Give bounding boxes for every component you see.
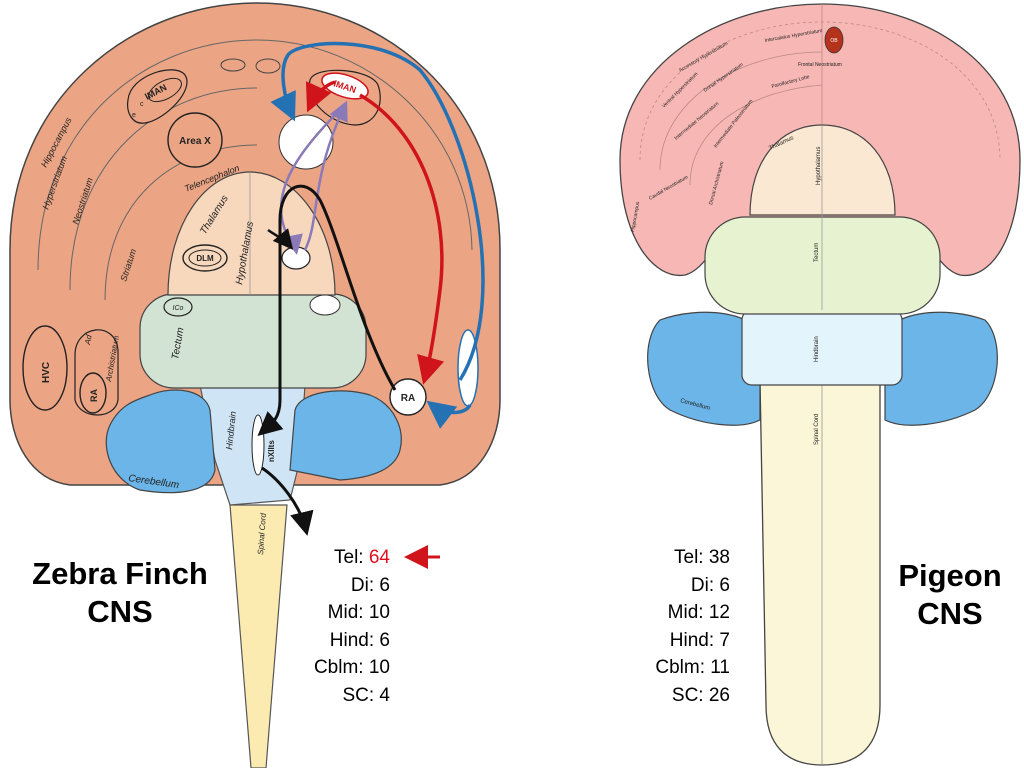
- zebra-finch-stat-label: Di:: [350, 574, 380, 596]
- finch-ra-outer: [389, 378, 427, 416]
- zebra-finch-stat-row: Mid: 10: [280, 599, 390, 627]
- finch-blue-path: [270, 41, 485, 381]
- finch-hvc: [22, 325, 68, 411]
- p-label-spinal-cord: Spinal Cord: [814, 414, 820, 445]
- pigeon-ob: [824, 26, 844, 54]
- pigeon-stat-row: Hind: 7: [620, 627, 730, 655]
- zebra-finch-stat-label: Hind:: [329, 629, 380, 651]
- zebra-finch-stat-value: 10: [368, 602, 390, 623]
- pigeon-stat-value: 12: [708, 602, 730, 623]
- pigeon-title: Pigeon CNS: [880, 557, 1020, 633]
- label-ob: OB: [830, 38, 838, 44]
- label-ico: ICo: [173, 305, 184, 312]
- label-ra-outer: RA: [401, 393, 415, 404]
- zebra-finch-stat-value: 10: [368, 657, 390, 678]
- pigeon-hindbrain: [741, 309, 903, 386]
- zebra-finch-stat-row: Di: 6: [280, 572, 390, 600]
- pigeon-stat-value: 7: [719, 629, 730, 651]
- finch-cerebellum-right: [289, 390, 402, 481]
- label-nxii: nXIIts: [267, 440, 276, 462]
- pigeon-brain: OB Thalamus Hypothalamus Tectum Hindbrai…: [619, 3, 1021, 766]
- pigeon-stat-label: SC:: [671, 684, 709, 706]
- pigeon-title-line1: Pigeon: [898, 558, 1002, 593]
- pigeon-cerebellum-left: [647, 311, 761, 426]
- pigeon-stat-value: 38: [708, 547, 730, 568]
- zebra-finch-stat-row: Hind: 6: [280, 627, 390, 655]
- zebra-finch-stat-row: Cblm: 10: [280, 654, 390, 682]
- p-label-hypothalamus: Hypothalamus: [816, 147, 822, 185]
- finch-spinal-cord: [229, 504, 288, 768]
- pigeon-stat-row: Di: 6: [620, 572, 730, 600]
- finch-area-x: [167, 112, 223, 168]
- zebra-finch-stat-row: SC: 4: [280, 682, 390, 710]
- pigeon-title-line2: CNS: [917, 596, 983, 631]
- zebra-finch-stat-value: 6: [379, 629, 390, 651]
- p-label-hippocampus: Hippocampus: [630, 201, 641, 233]
- pigeon-tectum: [704, 216, 941, 315]
- finch-lman-left: [127, 69, 188, 124]
- zebra-finch-brain: Hippocampus Hyperstriatum Neostriatum St…: [9, 2, 501, 768]
- zebra-finch-title-line1: Zebra Finch: [32, 556, 208, 591]
- label-e: e: [132, 112, 136, 119]
- zebra-finch-stat-label: SC:: [342, 684, 380, 706]
- p-label-frontal-neo: Frontal Neostriatum: [798, 62, 842, 68]
- label-c: c: [140, 101, 144, 108]
- pigeon-stat-value: 26: [708, 684, 730, 706]
- label-dlm: DLM: [196, 254, 214, 263]
- label-hindbrain: Hindbrain: [224, 411, 238, 450]
- pigeon-spinal-cord: [759, 379, 881, 766]
- label-spinal-cord: Spinal Cord: [256, 512, 268, 555]
- pigeon-stat-value: 11: [710, 657, 730, 678]
- finch-projection-circle: [278, 114, 334, 170]
- pigeon-cerebellum-right: [884, 311, 998, 426]
- finch-ra-inner: [79, 372, 107, 414]
- zebra-finch-stat-label: Tel:: [334, 547, 369, 568]
- finch-ico: [163, 297, 193, 317]
- finch-cerebellum-left: [105, 389, 216, 494]
- p-label-hindbrain: Hindbrain: [814, 336, 820, 362]
- pigeon-stat-label: Di:: [690, 574, 720, 596]
- zebra-finch-stat-value: 6: [379, 574, 390, 596]
- zebra-finch-title-line2: CNS: [87, 594, 153, 629]
- pigeon-stat-label: Cblm:: [655, 657, 711, 678]
- finch-dlm: [182, 244, 228, 272]
- zebra-finch-stat-value: 4: [379, 684, 390, 706]
- zebra-finch-stat-label: Mid:: [327, 602, 369, 623]
- zebra-finch-stat-value: 64: [368, 547, 390, 568]
- zebra-finch-stat-label: Cblm:: [313, 657, 369, 678]
- pigeon-stat-row: Mid: 12: [620, 599, 730, 627]
- zebra-finch-title: Zebra Finch CNS: [10, 555, 230, 631]
- pigeon-stat-row: SC: 26: [620, 682, 730, 710]
- pigeon-stat-label: Hind:: [669, 629, 720, 651]
- finch-red-path: [359, 93, 445, 385]
- pigeon-stat-row: Cblm: 11: [620, 654, 730, 682]
- label-ad: Ad: [83, 334, 94, 347]
- label-area-x: Area X: [179, 136, 211, 147]
- finch-nxii: [251, 414, 265, 476]
- finch-black-path: [257, 184, 397, 436]
- pigeon-stat-label: Mid:: [667, 602, 709, 623]
- label-ra-inner: RA: [89, 389, 99, 402]
- pigeon-stat-label: Tel:: [674, 547, 709, 568]
- p-label-tectum: Tectum: [814, 243, 820, 262]
- zebra-finch-stat-row: Tel: 64: [280, 544, 390, 572]
- pigeon-stat-row: Tel: 38: [620, 544, 730, 572]
- label-hvc: HVC: [41, 362, 52, 383]
- pigeon-stat-value: 6: [719, 574, 730, 596]
